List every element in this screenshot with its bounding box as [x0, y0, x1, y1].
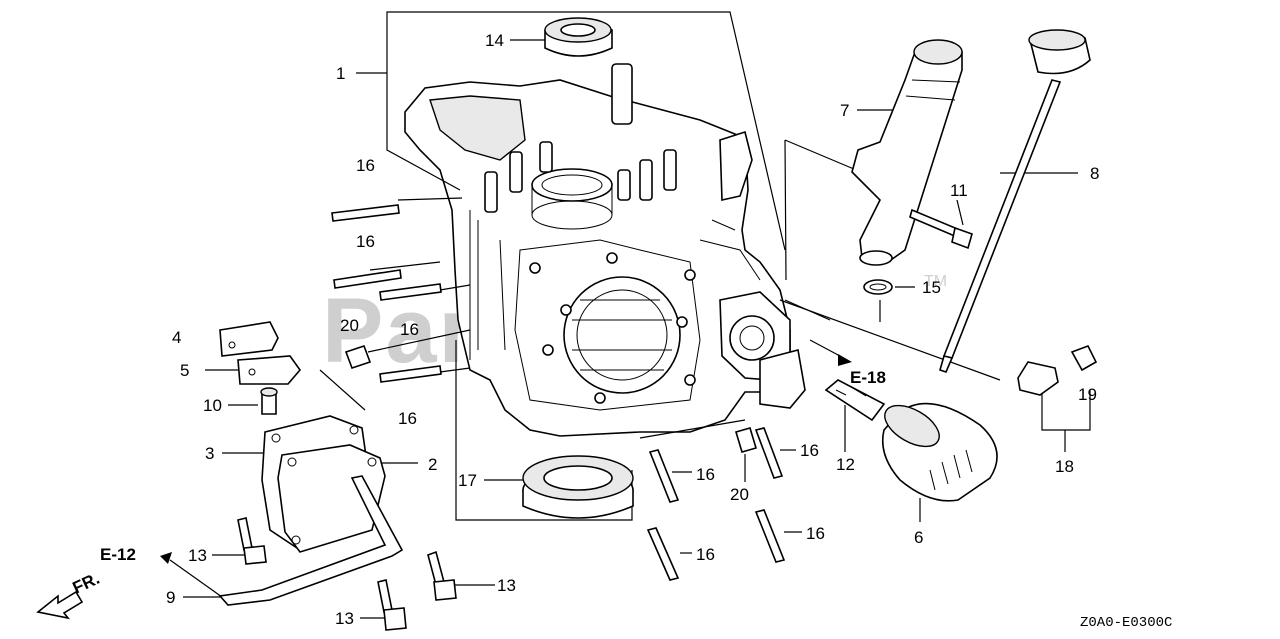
callout-16-f[interactable]: 16	[800, 441, 819, 460]
plate-b-part[interactable]	[237, 355, 302, 385]
breather-hose-part[interactable]	[218, 475, 404, 606]
callout-20-b[interactable]: 20	[730, 485, 749, 504]
e18-arrow-icon	[838, 354, 852, 366]
callout-16-d[interactable]: 16	[398, 409, 417, 428]
callout-16-e[interactable]: 16	[696, 465, 715, 484]
crankcase-part[interactable]	[404, 63, 806, 437]
figure-code: Z0A0-E0300C	[1080, 615, 1172, 631]
o-ring-part[interactable]	[863, 279, 893, 295]
callout-10[interactable]: 10	[203, 396, 222, 415]
callout-15[interactable]: 15	[922, 278, 941, 297]
callout-labels: 1 2 3 4 5 6 7 8 9 10 11 12 13 13 13 14 1…	[166, 31, 1099, 628]
callout-16-g[interactable]: 16	[696, 545, 715, 564]
oil-filter-nipple-part[interactable]	[824, 379, 886, 422]
callout-14[interactable]: 14	[485, 31, 504, 50]
callout-20-a[interactable]: 20	[340, 316, 359, 335]
callout-1[interactable]: 1	[336, 64, 345, 83]
reference-e12[interactable]: E-12	[100, 545, 136, 564]
callout-13-c[interactable]: 13	[335, 609, 354, 628]
reference-e18[interactable]: E-18	[850, 368, 886, 387]
stud-bolts-16[interactable]	[331, 204, 786, 581]
oil-filler-tube-part[interactable]	[851, 39, 963, 266]
dowel-pins-20[interactable]	[344, 344, 757, 453]
oil-pressure-switch-part[interactable]	[1017, 344, 1098, 396]
callout-8[interactable]: 8	[1090, 164, 1099, 183]
callout-7[interactable]: 7	[840, 101, 849, 120]
callout-4[interactable]: 4	[172, 328, 181, 347]
oil-filter-part[interactable]	[878, 397, 998, 502]
small-bolt-part[interactable]	[260, 387, 278, 415]
dipstick-part[interactable]	[939, 29, 1091, 373]
flange-bolt-part[interactable]	[909, 208, 973, 250]
e12-arrow-icon	[160, 552, 172, 564]
callout-16-a[interactable]: 16	[356, 156, 375, 175]
callout-13-a[interactable]: 13	[188, 546, 207, 565]
gasket-part[interactable]	[277, 444, 386, 553]
callout-19[interactable]: 19	[1078, 385, 1097, 404]
flange-bolts-13[interactable]	[237, 517, 457, 631]
watermark-trademark: TM	[924, 273, 947, 290]
front-arrow-icon	[36, 590, 84, 620]
callout-2[interactable]: 2	[428, 455, 437, 474]
callout-17[interactable]: 17	[458, 471, 477, 490]
callout-11[interactable]: 11	[950, 181, 968, 200]
callout-18[interactable]: 18	[1055, 457, 1074, 476]
callout-12[interactable]: 12	[836, 455, 855, 474]
callout-9[interactable]: 9	[166, 588, 175, 607]
callout-3[interactable]: 3	[205, 444, 214, 463]
callout-5[interactable]: 5	[180, 361, 189, 380]
callout-16-c[interactable]: 16	[400, 320, 419, 339]
callout-16-h[interactable]: 16	[806, 524, 825, 543]
callout-6[interactable]: 6	[914, 528, 923, 547]
callout-16-b[interactable]: 16	[356, 232, 375, 251]
ball-bearing-part[interactable]	[522, 455, 634, 519]
callout-13-b[interactable]: 13	[497, 576, 516, 595]
plate-a-part[interactable]	[219, 321, 279, 357]
oil-seal-part[interactable]	[544, 17, 613, 57]
